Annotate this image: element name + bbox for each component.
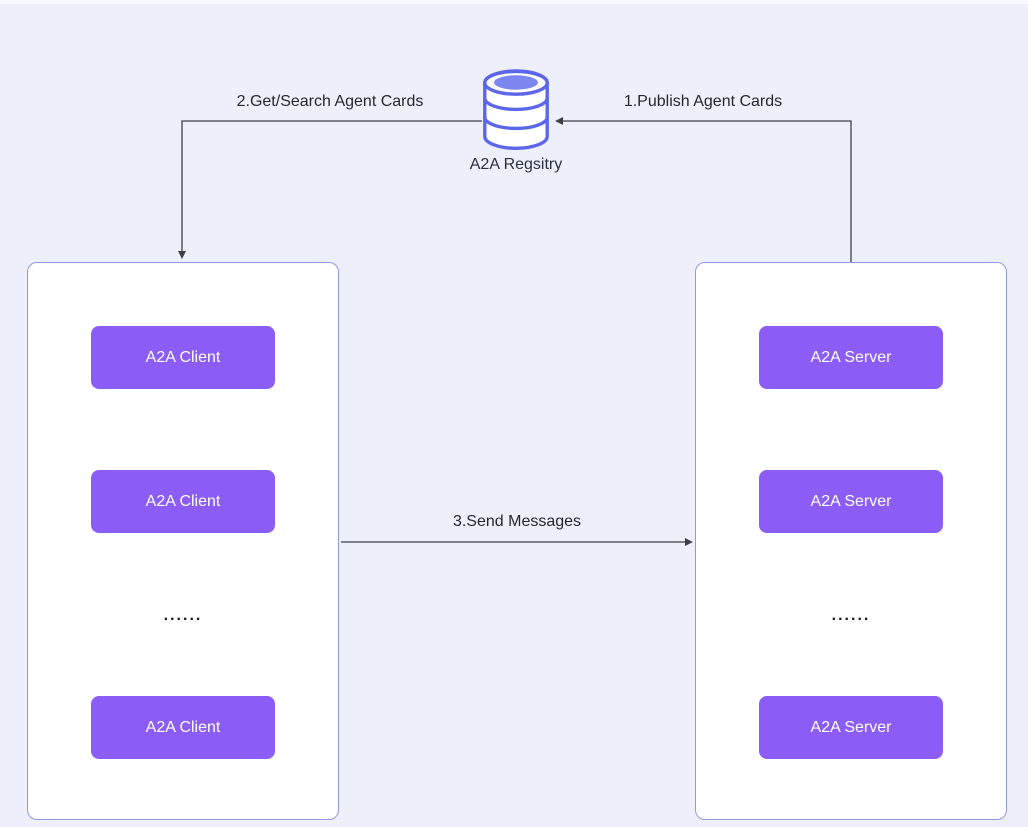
arrow-get-search <box>178 120 482 259</box>
registry-label: A2A Regsitry <box>469 156 563 173</box>
clients-container: A2A Client A2A Client ...... A2A Client <box>27 262 339 820</box>
publish-agent-cards-label: 1.Publish Agent Cards <box>623 93 783 110</box>
database-icon <box>483 69 549 151</box>
server-node: A2A Server <box>759 696 943 759</box>
client-node: A2A Client <box>91 326 275 389</box>
client-node: A2A Client <box>91 696 275 759</box>
client-node: A2A Client <box>91 470 275 533</box>
server-node: A2A Server <box>759 470 943 533</box>
send-messages-label: 3.Send Messages <box>452 513 582 530</box>
server-node: A2A Server <box>759 326 943 389</box>
servers-container: A2A Server A2A Server ...... A2A Server <box>695 262 1007 820</box>
arrow-publish <box>555 117 852 262</box>
top-edge-strip <box>0 0 1028 4</box>
get-search-agent-cards-label: 2.Get/Search Agent Cards <box>236 93 424 110</box>
clients-ellipsis-text: ...... <box>163 607 203 624</box>
servers-ellipsis-text: ...... <box>831 607 871 624</box>
arrow-send-messages <box>341 538 693 546</box>
